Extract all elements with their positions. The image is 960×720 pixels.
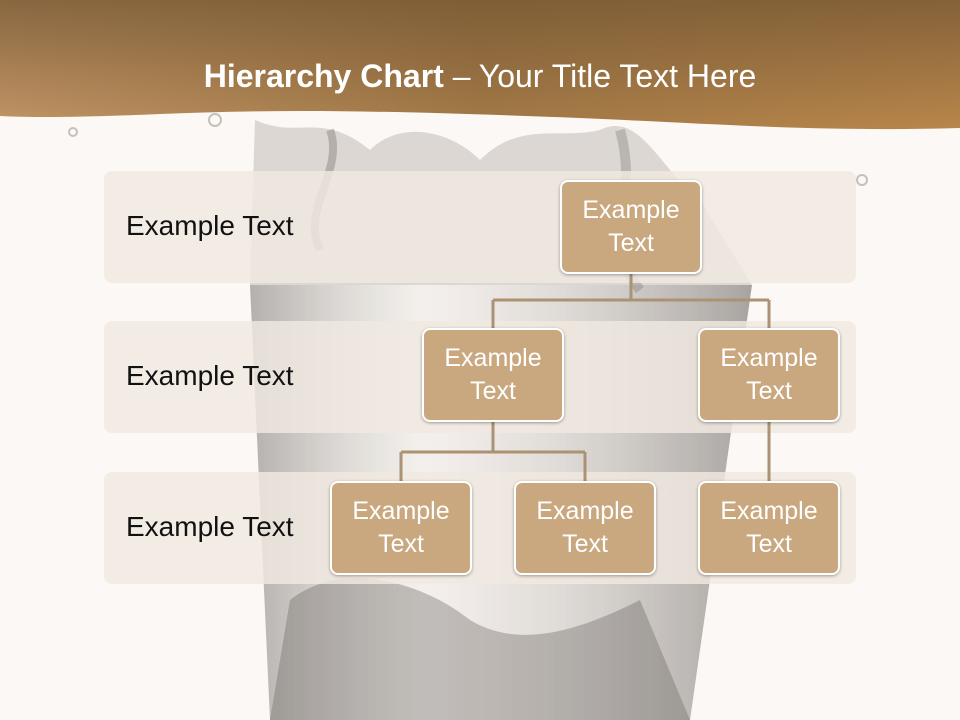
node-level3-left-label: Example Text (352, 497, 450, 558)
level-band-1: Example Text (104, 171, 856, 283)
page-title: Hierarchy Chart – Your Title Text Here (0, 56, 960, 96)
header-banner (0, 0, 960, 130)
node-level2-right-label: Example Text (720, 344, 818, 405)
level-label-3: Example Text (126, 511, 294, 542)
node-level2-right: Example Text (698, 328, 840, 422)
node-level3-right-label: Example Text (720, 497, 818, 558)
level-label-1: Example Text (126, 210, 294, 241)
title-bold: Hierarchy Chart (203, 58, 444, 94)
node-level3-left: Example Text (330, 481, 472, 575)
node-level3-right: Example Text (698, 481, 840, 575)
level-label-2: Example Text (126, 360, 294, 391)
node-root: Example Text (560, 180, 702, 274)
node-root-label: Example Text (582, 196, 680, 257)
node-level3-middle: Example Text (514, 481, 656, 575)
node-level2-left-label: Example Text (444, 344, 542, 405)
node-level2-left: Example Text (422, 328, 564, 422)
title-regular: – Your Title Text Here (443, 58, 757, 94)
node-level3-middle-label: Example Text (536, 497, 634, 558)
